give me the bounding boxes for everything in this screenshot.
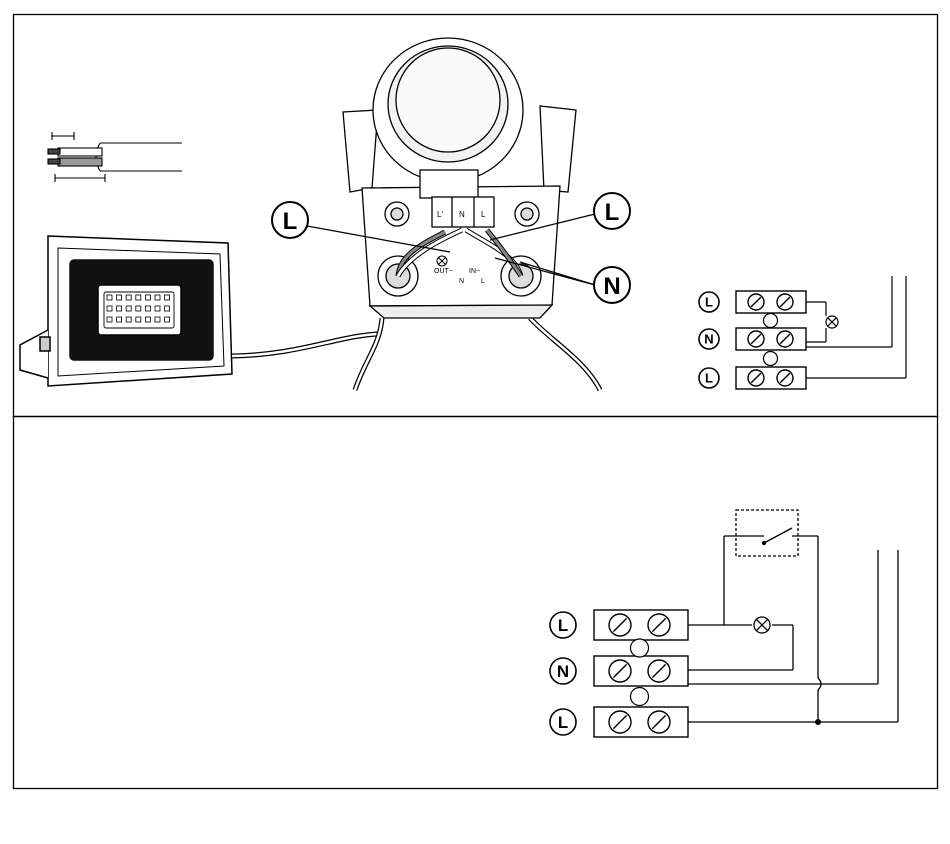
terminal-row (736, 367, 806, 389)
row-connector (764, 314, 778, 328)
terminal-row (736, 291, 806, 313)
schematic-bottom-wires (688, 510, 898, 722)
led-icon (155, 306, 160, 311)
led-icon (117, 295, 122, 300)
led-icon (126, 306, 131, 311)
schematic-top: L N L (699, 276, 906, 389)
led-icon (165, 317, 170, 322)
led-icon (165, 306, 170, 311)
terminal-label-lprime: L' (437, 210, 443, 219)
bottom-row-label: L (558, 713, 568, 732)
stripped-cable-illustration (48, 132, 182, 182)
led-icon (136, 317, 141, 322)
led-icon (136, 295, 141, 300)
row-connector (631, 688, 649, 706)
led-icon (155, 317, 160, 322)
top-row-label: L (705, 295, 713, 310)
junction-dot (815, 719, 821, 725)
callout-n-text: N (603, 273, 620, 300)
board-text-out: OUT~ (434, 268, 453, 275)
sensor-housing-illustration (343, 38, 600, 390)
top-row-label: N (704, 332, 713, 347)
top-row-label: L (705, 371, 713, 386)
terminal-row (594, 656, 688, 686)
callout-l-left: L (272, 202, 308, 238)
terminal-row-labels-top: L N L (699, 292, 719, 388)
board-text-n: N (459, 278, 464, 285)
bottom-row-label: N (557, 662, 569, 681)
terminal-label-n: N (459, 210, 465, 219)
bottom-row-label: L (558, 616, 568, 635)
led-icon (107, 306, 112, 311)
led-icon (145, 306, 150, 311)
lamp-symbol-bottom (754, 617, 770, 633)
led-icon (107, 317, 112, 322)
terminal-row (594, 707, 688, 737)
switch-box (736, 510, 798, 556)
callout-n: N (594, 267, 630, 303)
floodlight-illustration (20, 236, 380, 386)
lamp-symbol-top (826, 316, 838, 328)
terminal-label-l: L (481, 210, 486, 219)
terminal-block-bottom (594, 610, 688, 737)
terminal-row-labels-bottom: L N L (550, 612, 576, 735)
led-icon (117, 317, 122, 322)
schematic-bottom: L N L (550, 510, 898, 737)
led-icon (136, 306, 141, 311)
row-connector (631, 639, 649, 657)
led-icon (145, 295, 150, 300)
board-text-in: IN~ (469, 268, 480, 275)
led-array-icon (107, 295, 170, 322)
led-icon (107, 295, 112, 300)
led-icon (145, 317, 150, 322)
terminal-row (594, 610, 688, 640)
callout-l-left-text: L (283, 208, 298, 235)
terminal-row (736, 328, 806, 350)
board-text-l: L (481, 278, 485, 285)
led-icon (126, 317, 131, 322)
led-icon (165, 295, 170, 300)
terminal-block-top (736, 291, 806, 389)
callout-l-right-text: L (605, 199, 620, 226)
led-icon (117, 306, 122, 311)
led-icon (155, 295, 160, 300)
row-connector (764, 352, 778, 366)
schematic-top-wires (806, 276, 906, 378)
led-icon (126, 295, 131, 300)
callout-l-right: L (594, 193, 630, 229)
panel-bottom-frame (14, 417, 938, 789)
